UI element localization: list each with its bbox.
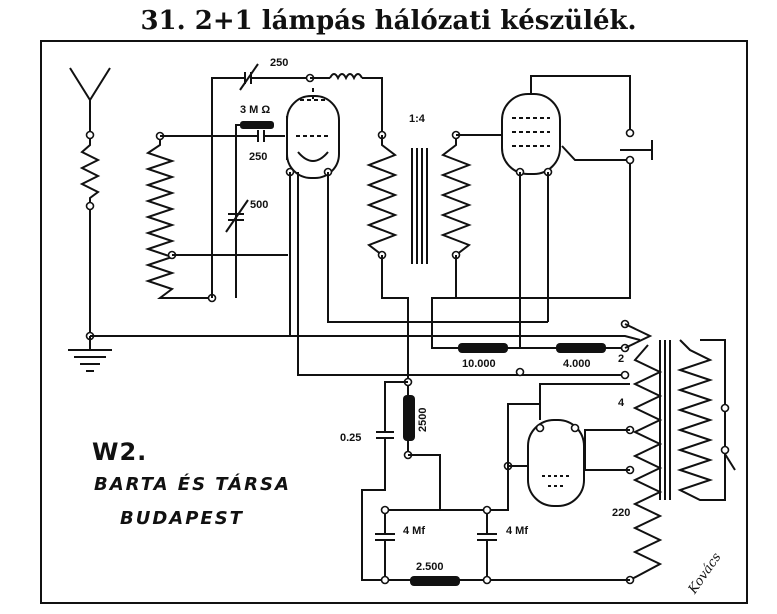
company-city: BUDAPEST <box>120 508 244 529</box>
tuning-coil <box>144 136 212 299</box>
antenna-coil <box>79 135 101 336</box>
label-r-4000: 4.000 <box>563 358 591 370</box>
rectifier-tube <box>527 419 585 507</box>
antenna-icon <box>69 67 111 135</box>
label-c-4mf-b: 4 Mf <box>506 525 528 537</box>
detector-tube <box>286 88 340 179</box>
power-transformer <box>629 339 726 581</box>
interstage-transformer <box>366 135 472 264</box>
grid-resistor <box>240 121 274 129</box>
label-r-10000: 10.000 <box>462 358 496 370</box>
label-c-4mf-a: 4 Mf <box>403 525 425 537</box>
model-label: W2. <box>92 438 148 466</box>
label-tap-2: 2 <box>618 353 624 365</box>
label-c-250-top: 250 <box>270 57 288 69</box>
label-c-500: 500 <box>250 199 268 211</box>
resistor-2500-vertical <box>403 395 415 441</box>
label-tap-4: 4 <box>618 397 625 409</box>
company-name: BARTA ÉS TÁRSA <box>94 474 291 495</box>
label-r-220: 220 <box>612 507 630 519</box>
page-title: 31. 2+1 lámpás hálózati készülék. <box>140 6 637 36</box>
output-tube <box>501 84 561 175</box>
label-transformer-ratio: 1:4 <box>409 113 426 125</box>
resistor-4000 <box>556 343 606 353</box>
label-c-250-grid: 250 <box>249 151 267 163</box>
label-grid-resistor: 3 M Ω <box>240 104 270 116</box>
resistor-2500-horizontal <box>410 576 460 586</box>
label-r-2500-horizontal: 2.500 <box>416 561 444 573</box>
label-c-025: 0.25 <box>340 432 361 444</box>
label-r-2500-vertical: 2500 <box>417 408 429 432</box>
schematic-frame <box>40 40 748 604</box>
ground-icon <box>68 336 112 372</box>
resistor-10000 <box>458 343 508 353</box>
